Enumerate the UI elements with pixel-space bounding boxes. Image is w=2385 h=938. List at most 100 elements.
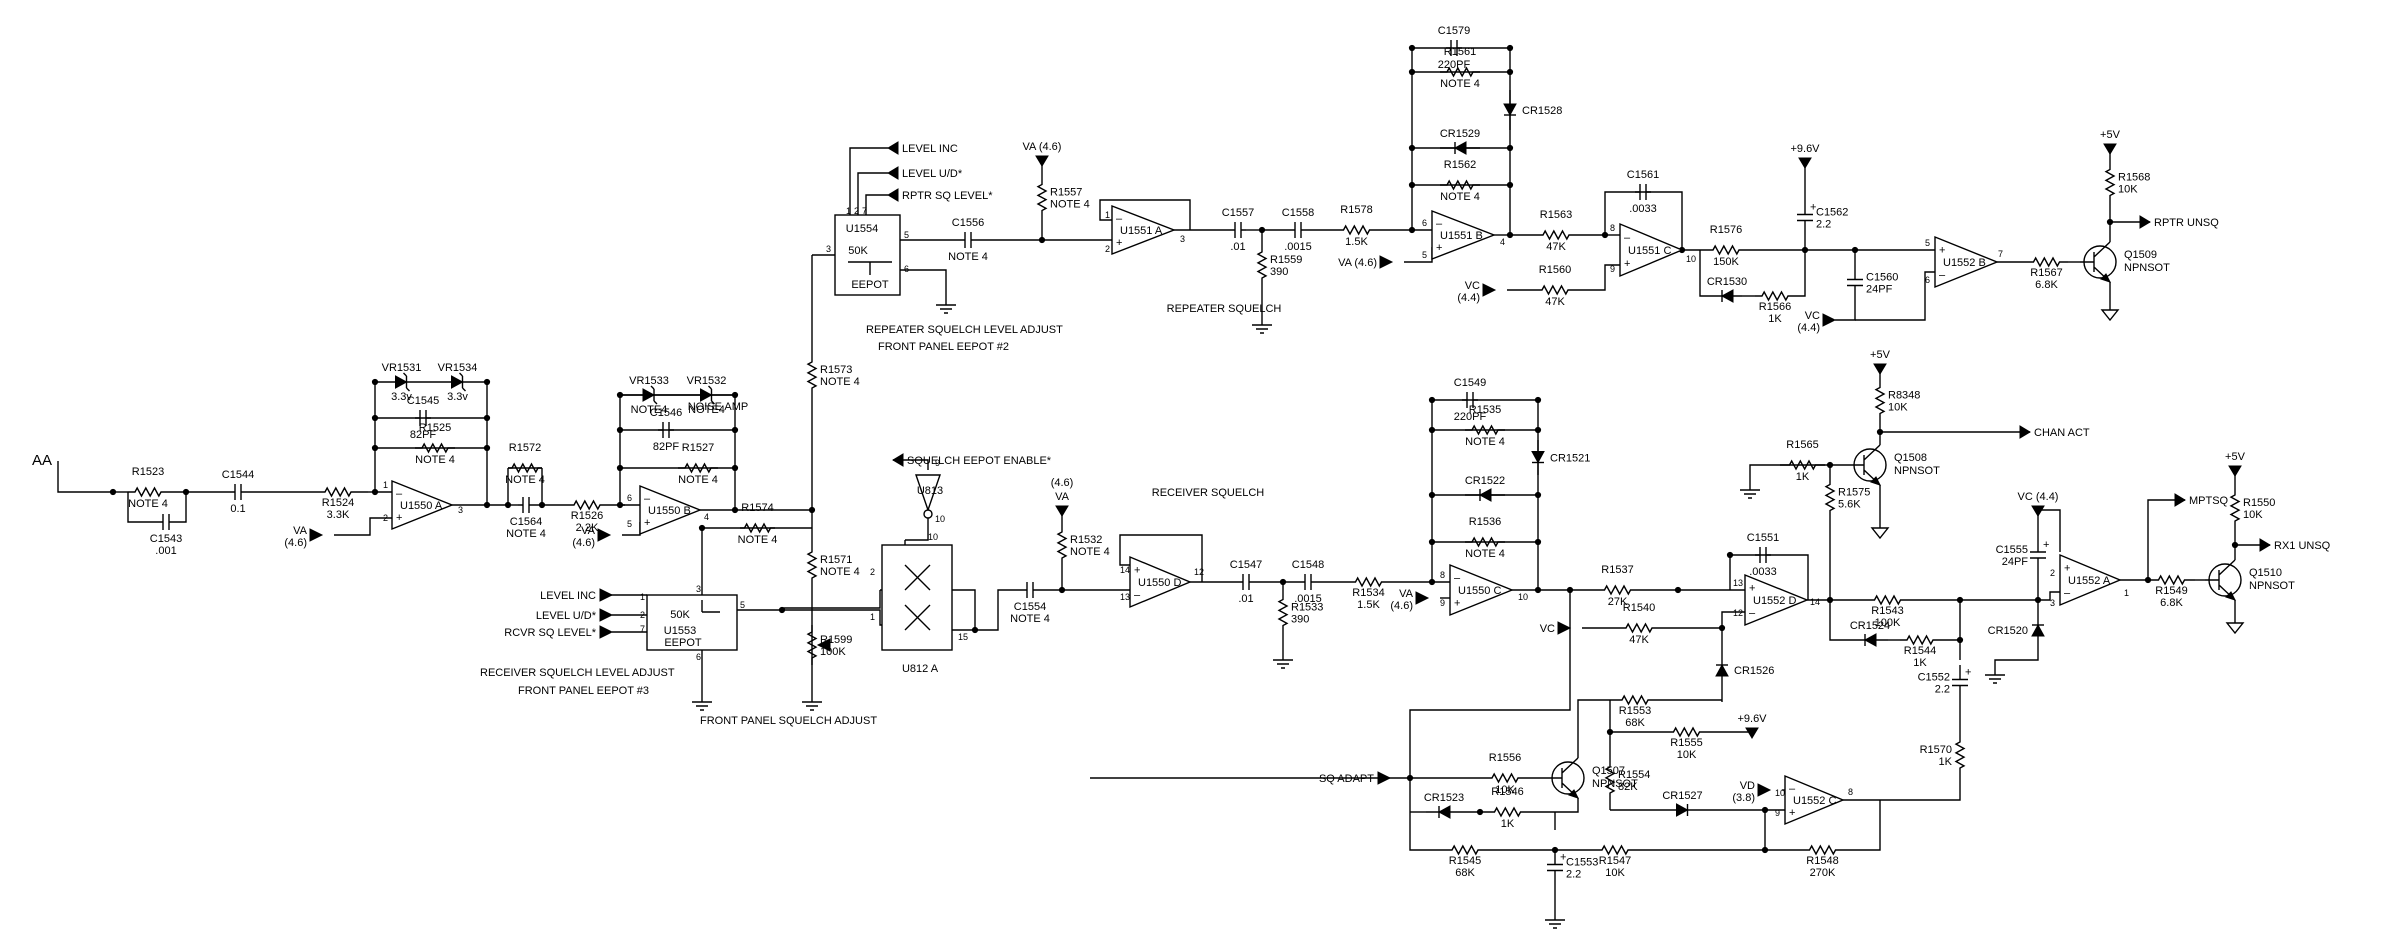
wire xyxy=(1940,600,1961,641)
emitter-arrow xyxy=(2225,591,2236,601)
capacitor-ref: C1560 xyxy=(1866,272,1898,284)
capacitor-body xyxy=(1952,665,1968,700)
pin-number: 3 xyxy=(1180,234,1185,244)
op-amp-body xyxy=(639,484,702,536)
transistor-value: NPNSOT xyxy=(1894,465,1940,477)
resistor-body xyxy=(415,442,455,454)
resistor-body xyxy=(1480,772,1530,784)
diode-ref: VR1531 xyxy=(382,362,422,374)
rail-rails-va: VA(4.6) xyxy=(1390,588,1430,612)
wire xyxy=(1795,250,1806,297)
resistor-value: NOTE 4 xyxy=(415,454,455,466)
eepot-type: EEPOT xyxy=(851,279,889,291)
signal-signals-rx1-unsq: RX1 UNSQ xyxy=(2259,538,2331,552)
ground-triangle xyxy=(2100,309,2120,322)
resistor-body xyxy=(806,545,818,585)
rail-label: VC xyxy=(1465,280,1480,292)
resistor-body xyxy=(1345,576,1392,588)
resistor-ref: R8348 xyxy=(1888,390,1920,402)
wire xyxy=(1749,464,1780,480)
resistor-value: 27K xyxy=(1608,596,1628,608)
resistor-ref: R1566 xyxy=(1759,301,1791,313)
resistor-value: 10K xyxy=(1495,784,1515,796)
wire xyxy=(905,518,929,541)
ground-lines xyxy=(1252,315,1272,334)
wire xyxy=(1409,590,1571,778)
transistor-ref: Q1510 xyxy=(2249,567,2282,579)
op-amp-ref: U1552 B xyxy=(1943,257,1986,269)
rail-flag xyxy=(1055,505,1069,517)
resistor-value: 1K xyxy=(1913,657,1927,669)
resistor-ref: R1578 xyxy=(1340,204,1372,216)
resistor-ref: R1545 xyxy=(1449,855,1481,867)
wire xyxy=(1411,47,1511,235)
input-label: AA xyxy=(32,452,52,469)
capacitor-body xyxy=(1290,222,1306,238)
op-amp-u1550a: –+U1550 A xyxy=(391,479,454,531)
signal-flag xyxy=(599,608,614,622)
op-amp-u1552c: –+U1552 C xyxy=(1784,774,1845,826)
zener-tips xyxy=(650,385,658,405)
capacitor-body xyxy=(1755,547,1771,563)
junction-dot xyxy=(616,464,624,472)
signal-label: RCVR SQ LEVEL* xyxy=(504,627,596,639)
capacitor-body xyxy=(1797,200,1813,235)
capacitor-c1548: C1548.0015 xyxy=(1292,559,1324,605)
ground-symbol xyxy=(936,295,956,314)
signal-signals-level-inc: LEVEL INC xyxy=(540,588,614,602)
rail-label: +5V xyxy=(1870,349,1891,361)
signal-flag xyxy=(2019,425,2031,439)
capacitor-ref: C1551 xyxy=(1747,532,1779,544)
signal-label: RPTR SQ LEVEL* xyxy=(902,190,993,202)
signal-signals-rptr-sq-level: RPTR SQ LEVEL* xyxy=(887,188,993,202)
resistor-ref: R1568 xyxy=(2118,172,2150,184)
capacitor-ref: C1545 xyxy=(407,395,439,407)
eepot-ref: U1553 xyxy=(664,625,696,637)
rail-label: +9.6V xyxy=(1790,143,1820,155)
rail-rails-vc: VC xyxy=(1540,621,1572,635)
resistor-value: 10K xyxy=(2118,184,2138,196)
resistor-body xyxy=(1790,844,1855,856)
op-amp-u1552a: +–U1552 A xyxy=(2059,553,2122,607)
rail-flag xyxy=(2031,505,2045,517)
wire xyxy=(1577,699,1610,758)
pin-number: 9 xyxy=(1610,264,1615,274)
resistor-ref: R1549 xyxy=(2155,585,2187,597)
pin-number: 9 xyxy=(1440,598,1445,608)
pin-number: 1 xyxy=(870,612,875,622)
rail-label: (4.6) xyxy=(1390,600,1413,612)
capacitor-body xyxy=(1022,582,1038,598)
capacitor-ref: C1552 xyxy=(1918,672,1950,684)
diode-body xyxy=(1676,803,1689,817)
ground-symbol xyxy=(1985,665,2005,684)
wire xyxy=(2038,509,2061,552)
capacitor-ref: C1556 xyxy=(952,217,984,229)
resistor-ref: R1544 xyxy=(1904,645,1936,657)
capacitor-value: 0.1 xyxy=(230,503,245,515)
zener-tips xyxy=(708,385,715,405)
ground-open-symbol xyxy=(2100,302,2120,322)
wire xyxy=(1099,199,1191,230)
repeater-squelch-title: REPEATER SQUELCH xyxy=(1167,303,1282,315)
diode-ref: VR1534 xyxy=(438,362,478,374)
pin-number: 6 xyxy=(696,652,701,662)
ground-symbol xyxy=(1740,480,1760,499)
resistor-value: 1K xyxy=(1768,313,1782,325)
capacitor-ref: C1547 xyxy=(1230,559,1262,571)
rail-label: +5V xyxy=(2100,129,2121,141)
op-amp-pin-sign: – xyxy=(644,493,651,505)
